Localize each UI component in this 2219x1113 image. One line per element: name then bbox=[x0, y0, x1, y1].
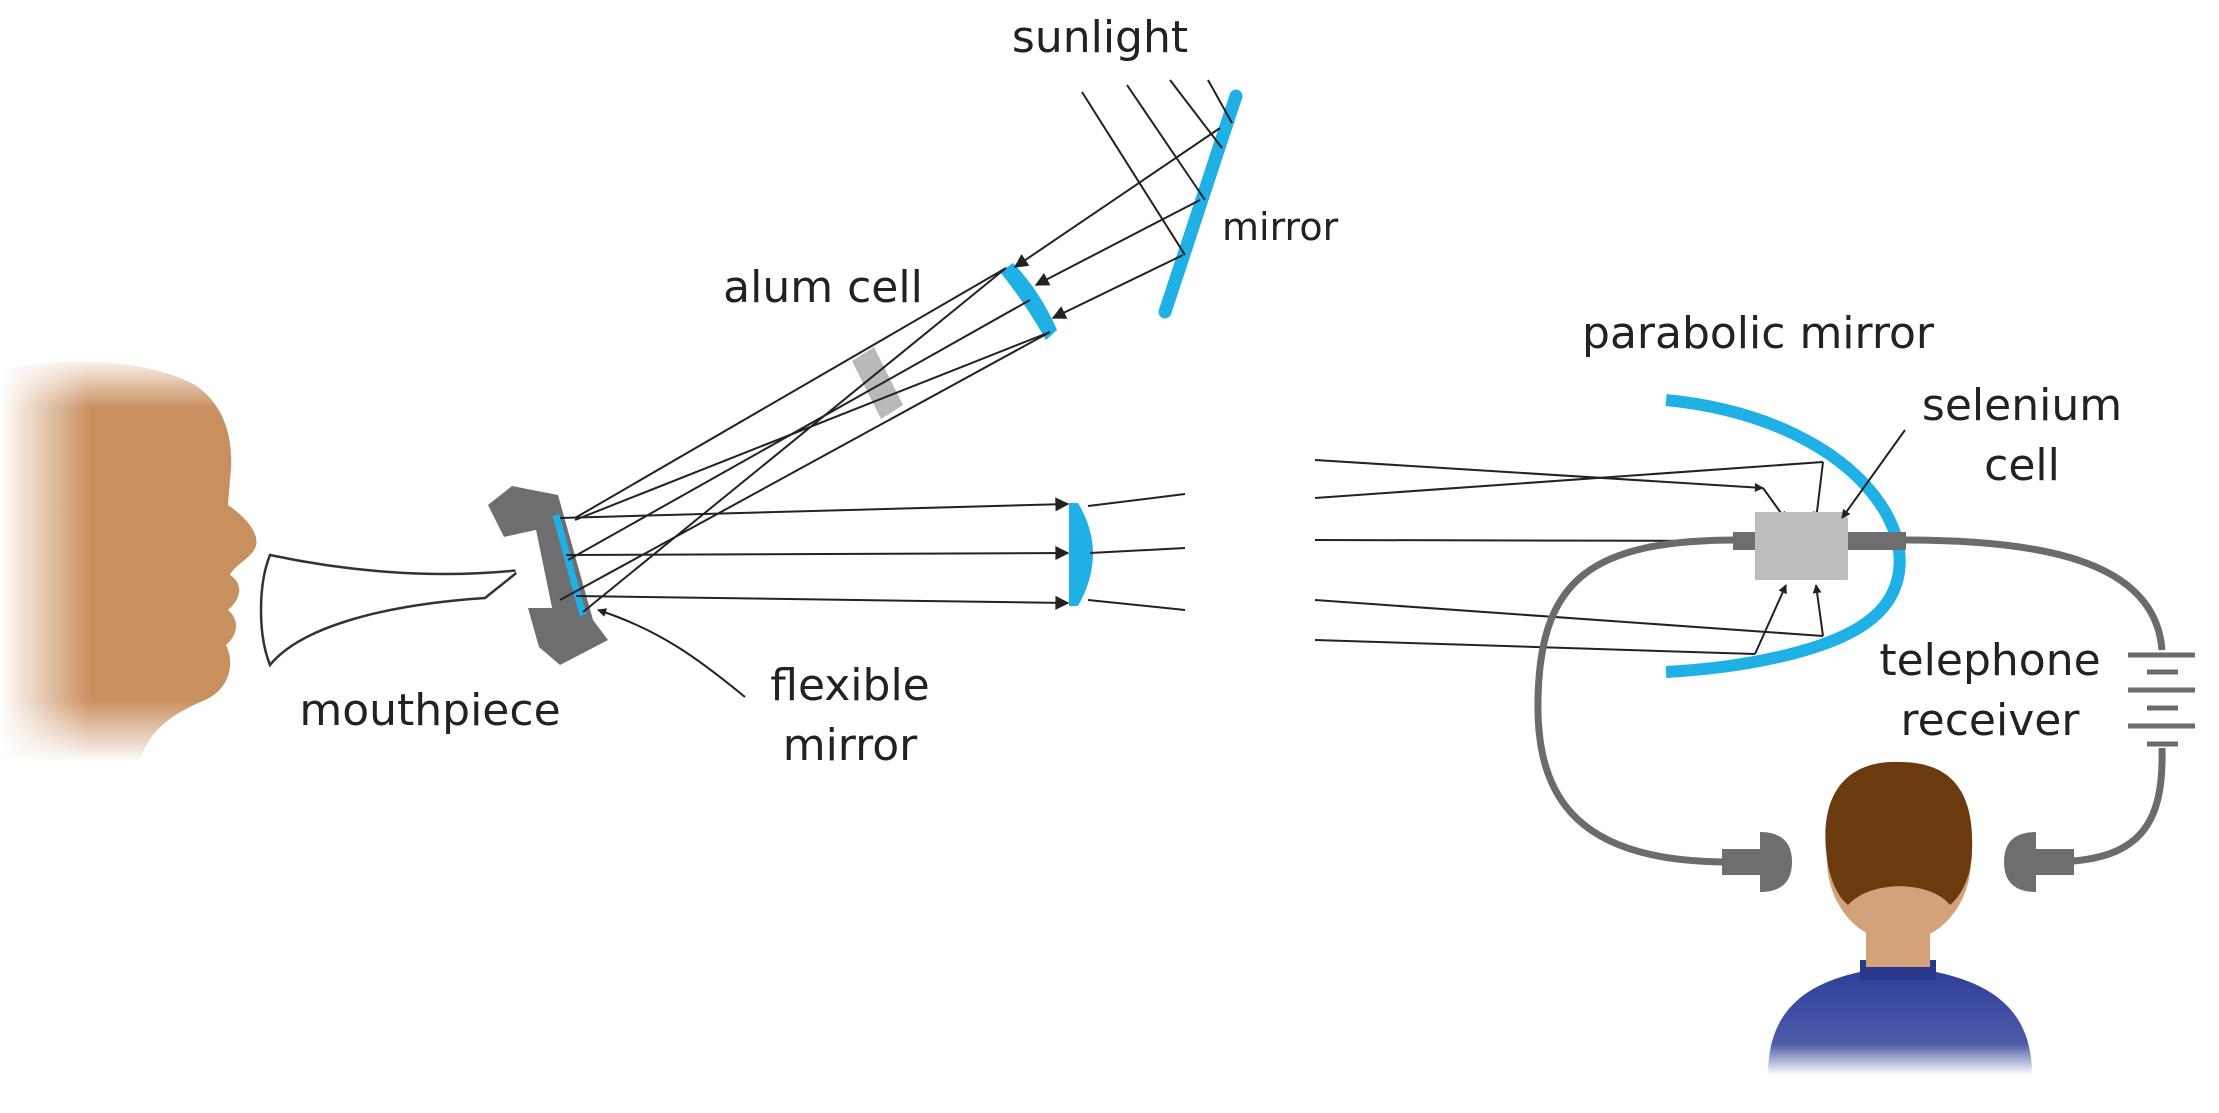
label-alum-cell: alum cell bbox=[723, 262, 923, 313]
speaker-face-icon bbox=[0, 360, 260, 760]
selenium-pointer bbox=[1841, 429, 1906, 519]
label-cell: cell bbox=[1984, 440, 2060, 491]
flexible-mirror bbox=[552, 514, 587, 616]
sunlight-rays bbox=[1013, 79, 1233, 319]
label-mirror: mirror bbox=[1222, 205, 1339, 249]
sun-mirror bbox=[1158, 89, 1243, 319]
earphone-left-icon bbox=[1722, 832, 1792, 892]
transmitted-beam bbox=[1087, 493, 1186, 611]
label-selenium: selenium bbox=[1922, 380, 2122, 431]
label-flexible: flexible bbox=[770, 660, 930, 711]
label-telephone: telephone bbox=[1879, 635, 2100, 686]
alum-cell bbox=[852, 347, 903, 419]
battery-icon bbox=[2128, 652, 2195, 747]
earphone-right-icon bbox=[2004, 832, 2074, 892]
label-mouthpiece: mouthpiece bbox=[299, 685, 560, 736]
label-flexible-mirror: mirror bbox=[783, 720, 918, 771]
listener-icon bbox=[1768, 761, 2032, 1075]
converging-rays bbox=[559, 267, 1051, 613]
label-sunlight: sunlight bbox=[1012, 12, 1188, 63]
incoming-beam bbox=[1314, 459, 1824, 655]
mouthpiece-frame bbox=[488, 486, 608, 665]
mouthpiece-horn bbox=[259, 553, 525, 668]
parabolic-mirror bbox=[1665, 394, 1906, 678]
flexible-mirror-pointer bbox=[597, 608, 746, 698]
label-receiver: receiver bbox=[1901, 695, 2081, 746]
transmitter-lens bbox=[1069, 503, 1093, 606]
label-parabolic-mirror: parabolic mirror bbox=[1582, 308, 1935, 359]
circuit-wire bbox=[1534, 536, 2166, 866]
reflected-beam bbox=[559, 497, 1070, 610]
selenium-cell bbox=[1733, 512, 1906, 580]
